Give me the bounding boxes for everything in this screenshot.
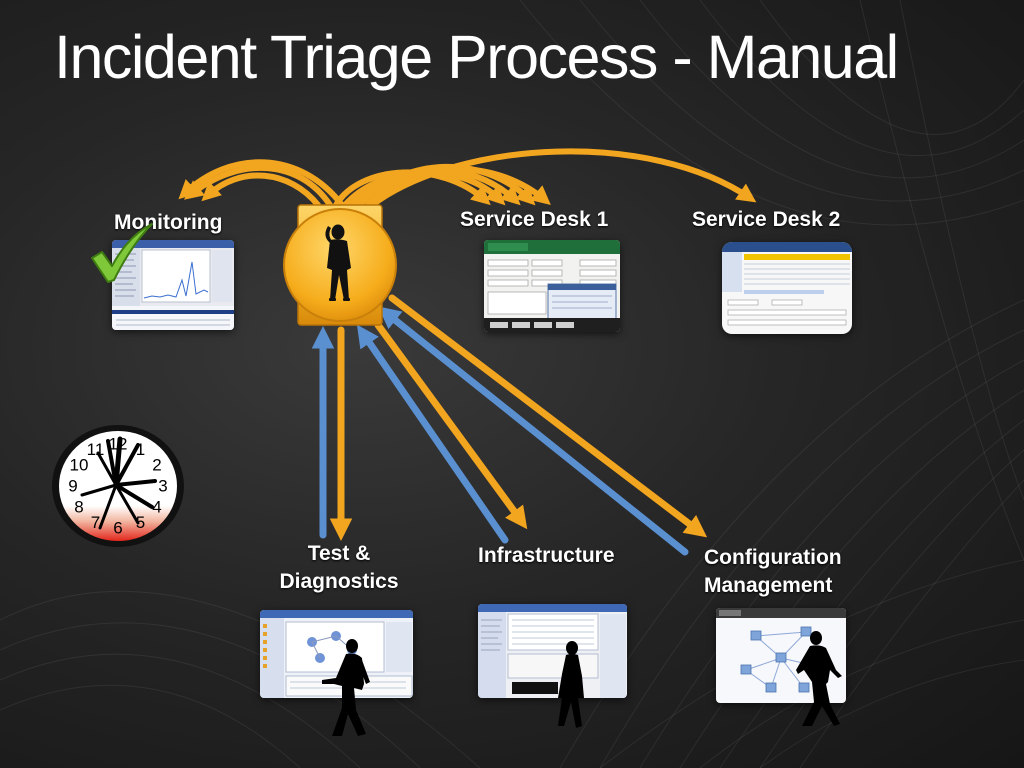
clock-numeral: 9 [68, 477, 77, 496]
label-configuration-management-line-2: Management [704, 574, 833, 597]
label-configuration-management: Configuration Management [704, 546, 842, 598]
clock-numeral: 1 [136, 440, 145, 459]
arrow-to-configuration-management [388, 294, 708, 538]
label-service-desk-2: Service Desk 2 [692, 208, 841, 231]
arrow-to-infrastructure [374, 321, 528, 530]
label-test-diagnostics: Test & Diagnostics [264, 542, 414, 594]
arrow-to-monitoring-3 [178, 159, 345, 208]
label-test-diagnostics-line-2: Diagnostics [279, 570, 399, 593]
test-diagnostics-screenshot [260, 610, 413, 698]
monitoring-screenshot [112, 240, 234, 330]
arrow-from-configuration-management [378, 306, 689, 556]
label-test-diagnostics-line-1: Test & [307, 542, 371, 565]
walking-person-icon-2 [558, 641, 584, 728]
clock-numeral: 7 [91, 513, 100, 532]
top-fan-arrows [178, 148, 757, 208]
spoke-arrows [311, 294, 708, 556]
check-icon [91, 223, 153, 283]
clock-numeral: 8 [74, 498, 83, 517]
label-service-desk-1: Service Desk 1 [460, 208, 609, 231]
label-configuration-management-line-1: Configuration [704, 546, 842, 569]
service-desk-1-screenshot [484, 240, 620, 332]
triage-hub [283, 204, 397, 326]
clock-numeral: 3 [158, 477, 167, 496]
infrastructure-screenshot [478, 604, 627, 698]
arrow-to-monitoring-2 [201, 172, 321, 208]
clock-numeral: 2 [152, 456, 161, 475]
walking-person-icon [322, 639, 370, 736]
clock-icon: 121234567891011 [52, 425, 184, 547]
label-monitoring: Monitoring [114, 211, 223, 234]
arrow-to-service-desk-2 [369, 148, 757, 208]
slide-title: Incident Triage Process - Manual [54, 23, 899, 91]
clock-numeral: 10 [70, 456, 89, 475]
label-infrastructure: Infrastructure [478, 544, 615, 567]
walking-person-icon-3 [796, 631, 842, 726]
person-silhouette-icon [325, 224, 351, 301]
clock-numeral: 11 [87, 440, 105, 459]
arrow-from-infrastructure [356, 324, 509, 544]
service-desk-2-screenshot [722, 242, 852, 334]
clock-numeral: 4 [152, 498, 161, 517]
arrow-to-service-desk-1-e [333, 169, 491, 208]
clock-hands [80, 436, 157, 530]
clock-numeral: 5 [136, 513, 145, 532]
clock-numeral: 6 [113, 519, 122, 538]
